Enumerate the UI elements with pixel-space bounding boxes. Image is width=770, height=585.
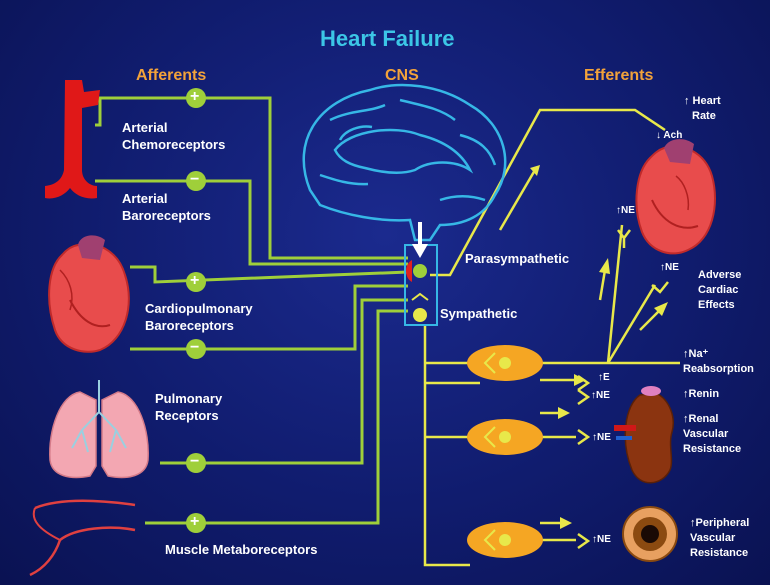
vessel-cross-section-icon	[623, 507, 677, 561]
lungs-icon	[50, 380, 148, 477]
plus-sign-cardio: +	[190, 272, 199, 289]
kidney-icon	[614, 386, 673, 483]
muscle-metaboreceptor-label: Muscle Metaboreceptors	[165, 541, 317, 558]
ne-label-renal: ↑NE	[591, 390, 610, 402]
left-heart-icon	[49, 235, 129, 351]
afferents-header: Afferents	[136, 67, 206, 84]
aorta-icon	[45, 80, 100, 198]
parasympathetic-label: Parasympathetic	[465, 250, 569, 267]
na-reabsorption-label: ↑Na⁺Reabsorption	[683, 347, 754, 377]
sympathetic-label: Sympathetic	[440, 305, 517, 322]
right-heart-icon	[636, 139, 715, 253]
parasympathetic-node	[413, 264, 427, 278]
e-label: ↑E	[598, 372, 610, 384]
brain-outline	[304, 85, 505, 240]
minus-sign-pulm: −	[190, 453, 199, 470]
ne-label-heart: ↑NE	[616, 205, 635, 217]
ne-label-adverse: ↑NE	[660, 262, 679, 274]
ganglia	[467, 345, 543, 558]
sympathetic-node	[413, 308, 427, 322]
diagram-title: Heart Failure	[320, 30, 455, 47]
plus-sign-chemo: +	[190, 88, 199, 105]
plus-sign-muscle: +	[190, 513, 199, 530]
renin-label: ↑Renin	[683, 387, 719, 402]
arm-outline-icon	[30, 501, 135, 575]
efferents-header: Efferents	[584, 67, 653, 84]
ach-label: ↓ Ach	[656, 130, 682, 142]
ne-label-renal-vascular: ↑NE	[592, 432, 611, 444]
ne-label-peripheral: ↑NE	[592, 534, 611, 546]
minus-sign-cardio: −	[190, 339, 199, 356]
minus-sign-baro: −	[190, 171, 199, 188]
cns-header: CNS	[385, 67, 419, 84]
down-arrow-icon	[412, 244, 428, 258]
